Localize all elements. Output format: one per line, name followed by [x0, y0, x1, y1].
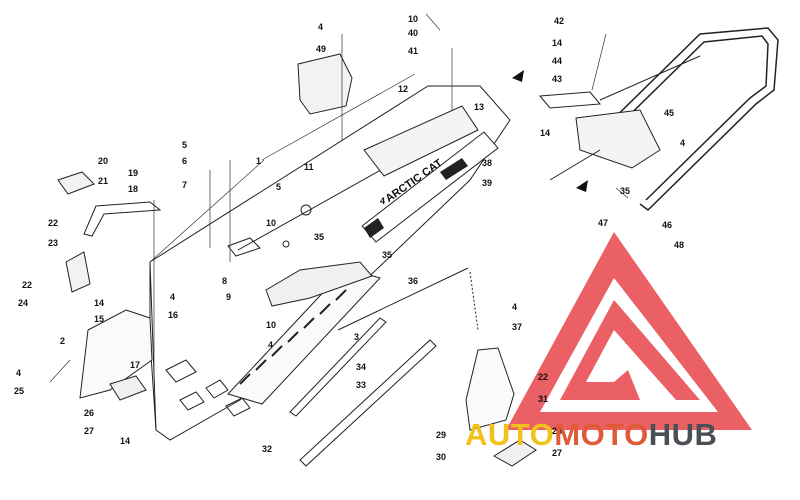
watermark-part-moto: MOTO — [554, 417, 649, 452]
arctic-cat-decal — [361, 131, 499, 243]
callout-c8[interactable]: 8 — [222, 276, 228, 286]
callout-c37[interactable]: 37 — [512, 322, 523, 332]
callout-c19[interactable]: 19 — [128, 168, 139, 178]
running-boards — [227, 261, 381, 405]
callout-c20[interactable]: 20 — [98, 156, 109, 166]
callout-c32[interactable]: 32 — [262, 444, 273, 454]
callout-c27a[interactable]: 27 — [84, 426, 95, 436]
callout-c33[interactable]: 33 — [356, 380, 367, 390]
leader-lines — [49, 13, 629, 383]
callout-c18[interactable]: 18 — [128, 184, 139, 194]
callout-c22a[interactable]: 22 — [48, 218, 59, 228]
callout-c34[interactable]: 34 — [356, 362, 367, 372]
snow-flap-assembly — [538, 91, 661, 181]
callout-c35b[interactable]: 35 — [382, 250, 393, 260]
callout-c5a[interactable]: 5 — [182, 140, 188, 150]
callout-c29[interactable]: 29 — [436, 430, 447, 440]
callout-c23[interactable]: 23 — [48, 238, 59, 248]
callout-c25[interactable]: 25 — [14, 386, 25, 396]
callout-c17[interactable]: 17 — [130, 360, 141, 370]
callout-c39[interactable]: 39 — [482, 178, 493, 188]
callout-c14a[interactable]: 14 — [94, 298, 105, 308]
watermark-part-auto: AUTO — [465, 417, 555, 452]
callout-c48[interactable]: 48 — [674, 240, 685, 250]
callout-c45[interactable]: 45 — [664, 108, 675, 118]
callout-c6[interactable]: 6 — [182, 156, 188, 166]
callout-c14c[interactable]: 14 — [540, 128, 551, 138]
callout-c31[interactable]: 31 — [538, 394, 549, 404]
callout-c4c[interactable]: 4 — [380, 196, 386, 206]
callout-c10c[interactable]: 10 — [408, 14, 419, 24]
callout-c16[interactable]: 16 — [168, 310, 179, 320]
callout-c42[interactable]: 42 — [554, 16, 565, 26]
callout-c13[interactable]: 13 — [474, 102, 485, 112]
callout-c7[interactable]: 7 — [182, 180, 188, 190]
tunnel-assembly — [149, 85, 511, 441]
right-side-plate — [465, 347, 537, 467]
callout-c40[interactable]: 40 — [408, 28, 419, 38]
callout-c46[interactable]: 46 — [662, 220, 673, 230]
callout-c4e[interactable]: 4 — [512, 302, 518, 312]
left-brackets — [57, 171, 162, 293]
callout-c36[interactable]: 36 — [408, 276, 419, 286]
callout-c28[interactable]: 28 — [552, 426, 563, 436]
callout-c15[interactable]: 15 — [94, 314, 105, 324]
callout-c21[interactable]: 21 — [98, 176, 109, 186]
callout-c10b[interactable]: 10 — [266, 320, 277, 330]
strap — [469, 271, 479, 331]
callout-c11[interactable]: 11 — [304, 162, 314, 172]
callout-c4b[interactable]: 4 — [170, 292, 176, 302]
callout-c5b[interactable]: 5 — [276, 182, 282, 192]
callout-c4d[interactable]: 4 — [268, 340, 274, 350]
support-tubes — [289, 267, 469, 467]
callout-c2[interactable]: 2 — [60, 336, 66, 346]
callout-c27b[interactable]: 27 — [552, 448, 563, 458]
callout-c14b[interactable]: 14 — [120, 436, 131, 446]
callout-c30[interactable]: 30 — [436, 452, 447, 462]
callout-c44[interactable]: 44 — [552, 56, 563, 66]
watermark-part-hub: HUB — [648, 417, 718, 452]
callout-c35c[interactable]: 35 — [620, 186, 631, 196]
callout-c43[interactable]: 43 — [552, 74, 563, 84]
callout-c4f[interactable]: 4 — [680, 138, 686, 148]
callout-c26[interactable]: 26 — [84, 408, 95, 418]
callout-c38[interactable]: 38 — [482, 158, 493, 168]
callout-c14d[interactable]: 14 — [552, 38, 563, 48]
callout-c3[interactable]: 3 — [354, 332, 360, 342]
callout-c1[interactable]: 1 — [256, 156, 262, 166]
callout-c22b[interactable]: 22 — [22, 280, 33, 290]
callout-c35a[interactable]: 35 — [314, 232, 325, 242]
callout-c24[interactable]: 24 — [18, 298, 29, 308]
callout-c9[interactable]: 9 — [226, 292, 232, 302]
callout-c49[interactable]: 49 — [316, 44, 327, 54]
callout-c10a[interactable]: 10 — [266, 218, 277, 228]
callout-c47[interactable]: 47 — [598, 218, 609, 228]
watermark-text: AUTOMOTOHUB — [465, 418, 717, 452]
seat-pad — [297, 53, 353, 115]
watermark-logo-triangle — [506, 232, 752, 430]
callout-c22c[interactable]: 22 — [538, 372, 549, 382]
front-lower-plate — [79, 309, 153, 401]
callout-c4a[interactable]: 4 — [318, 22, 324, 32]
callout-c41[interactable]: 41 — [408, 46, 419, 56]
callout-c4g[interactable]: 4 — [16, 368, 22, 378]
callout-c12[interactable]: 12 — [398, 84, 409, 94]
rear-bumper — [591, 27, 779, 211]
direction-arrows — [512, 70, 588, 192]
